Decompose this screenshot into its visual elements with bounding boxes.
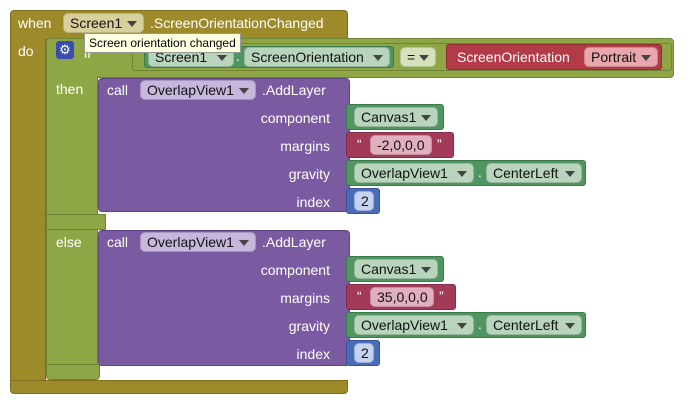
param-label-gravity: gravity: [288, 318, 330, 334]
margins-text-value: 35,0,0,0: [377, 289, 428, 305]
canvas-component-dropdown[interactable]: Canvas1: [354, 107, 438, 127]
getter-dot: .: [236, 48, 240, 64]
call-label: call: [107, 82, 129, 98]
chevron-down-icon: [239, 240, 249, 246]
getter-property-label: ScreenOrientation: [251, 49, 364, 65]
call-label: call: [107, 234, 129, 250]
call-component-label: OverlapView1: [147, 82, 234, 98]
chevron-down-icon: [239, 88, 249, 94]
call-block-add-layer-then[interactable]: [98, 78, 350, 212]
event-block-body-left: [10, 38, 46, 384]
tooltip-screen-orientation-changed: Screen orientation changed: [84, 33, 241, 53]
param-label-component: component: [260, 262, 330, 278]
quote-open: “: [357, 288, 362, 304]
gravity-value-label: CenterLeft: [493, 165, 559, 181]
getter-component-label: Screen1: [155, 49, 208, 65]
param-label-gravity: gravity: [288, 166, 330, 182]
else-label: else: [56, 234, 82, 250]
gravity-value-label: CenterLeft: [493, 317, 559, 333]
chevron-down-icon: [373, 55, 383, 61]
index-number-value: 2: [361, 193, 369, 209]
if-block-else-divider: [46, 214, 106, 230]
canvas-component-dropdown[interactable]: Canvas1: [354, 259, 438, 279]
chevron-down-icon: [457, 323, 467, 329]
operator-label: =: [407, 49, 416, 65]
gravity-value-dropdown[interactable]: CenterLeft: [486, 315, 582, 335]
call-component-dropdown[interactable]: OverlapView1: [140, 80, 256, 100]
param-label-index: index: [296, 194, 330, 210]
canvas-component-label: Canvas1: [361, 109, 417, 125]
index-number-field[interactable]: 2: [354, 191, 374, 211]
chevron-down-icon: [565, 323, 575, 329]
param-label-margins: margins: [280, 290, 330, 306]
call-method-label: .AddLayer: [262, 234, 326, 250]
gravity-dot: .: [478, 316, 482, 332]
gravity-component-dropdown[interactable]: OverlapView1: [354, 315, 474, 335]
index-number-value: 2: [361, 345, 369, 361]
canvas-component-label: Canvas1: [361, 261, 417, 277]
quote-open: “: [357, 136, 362, 152]
call-component-label: OverlapView1: [147, 234, 234, 250]
call-method-label: .AddLayer: [262, 82, 326, 98]
helper-value-label: Portrait: [591, 49, 637, 65]
param-label-component: component: [260, 110, 330, 126]
margins-text-field[interactable]: 35,0,0,0: [370, 287, 434, 307]
param-label-margins: margins: [280, 138, 330, 154]
gravity-dot: .: [478, 164, 482, 180]
gravity-component-dropdown[interactable]: OverlapView1: [354, 163, 474, 183]
param-label-index: index: [296, 346, 330, 362]
call-block-add-layer-else[interactable]: [98, 230, 350, 366]
gravity-component-label: OverlapView1: [361, 317, 448, 333]
event-component-dropdown[interactable]: Screen1: [63, 13, 144, 33]
quote-close: ”: [437, 136, 442, 152]
getter-property-dropdown[interactable]: ScreenOrientation: [244, 47, 390, 67]
do-label: do: [18, 43, 34, 59]
chevron-down-icon: [217, 55, 227, 61]
event-component-label: Screen1: [70, 15, 123, 31]
gear-icon[interactable]: ⚙: [56, 41, 74, 59]
chevron-down-icon: [457, 171, 467, 177]
operator-dropdown[interactable]: =: [400, 47, 436, 67]
helper-class-label: ScreenOrientation: [457, 49, 570, 65]
chevron-down-icon: [421, 115, 431, 121]
event-name-label: .ScreenOrientationChanged: [150, 15, 324, 31]
chevron-down-icon: [419, 55, 429, 61]
call-component-dropdown[interactable]: OverlapView1: [140, 232, 256, 252]
gravity-component-label: OverlapView1: [361, 165, 448, 181]
gravity-value-dropdown[interactable]: CenterLeft: [486, 163, 582, 183]
margins-text-value: -2,0,0,0: [377, 137, 425, 153]
if-block-footer: [46, 364, 100, 380]
chevron-down-icon: [421, 267, 431, 273]
if-label: if: [84, 45, 91, 61]
when-label: when: [18, 15, 52, 31]
quote-close: ”: [439, 288, 444, 304]
chevron-down-icon: [565, 171, 575, 177]
then-label: then: [56, 81, 84, 97]
helper-value-dropdown[interactable]: Portrait: [584, 47, 658, 67]
chevron-down-icon: [127, 21, 137, 27]
chevron-down-icon: [641, 55, 651, 61]
margins-text-field[interactable]: -2,0,0,0: [370, 135, 432, 155]
event-block-footer: [10, 380, 348, 394]
index-number-field[interactable]: 2: [354, 343, 374, 363]
